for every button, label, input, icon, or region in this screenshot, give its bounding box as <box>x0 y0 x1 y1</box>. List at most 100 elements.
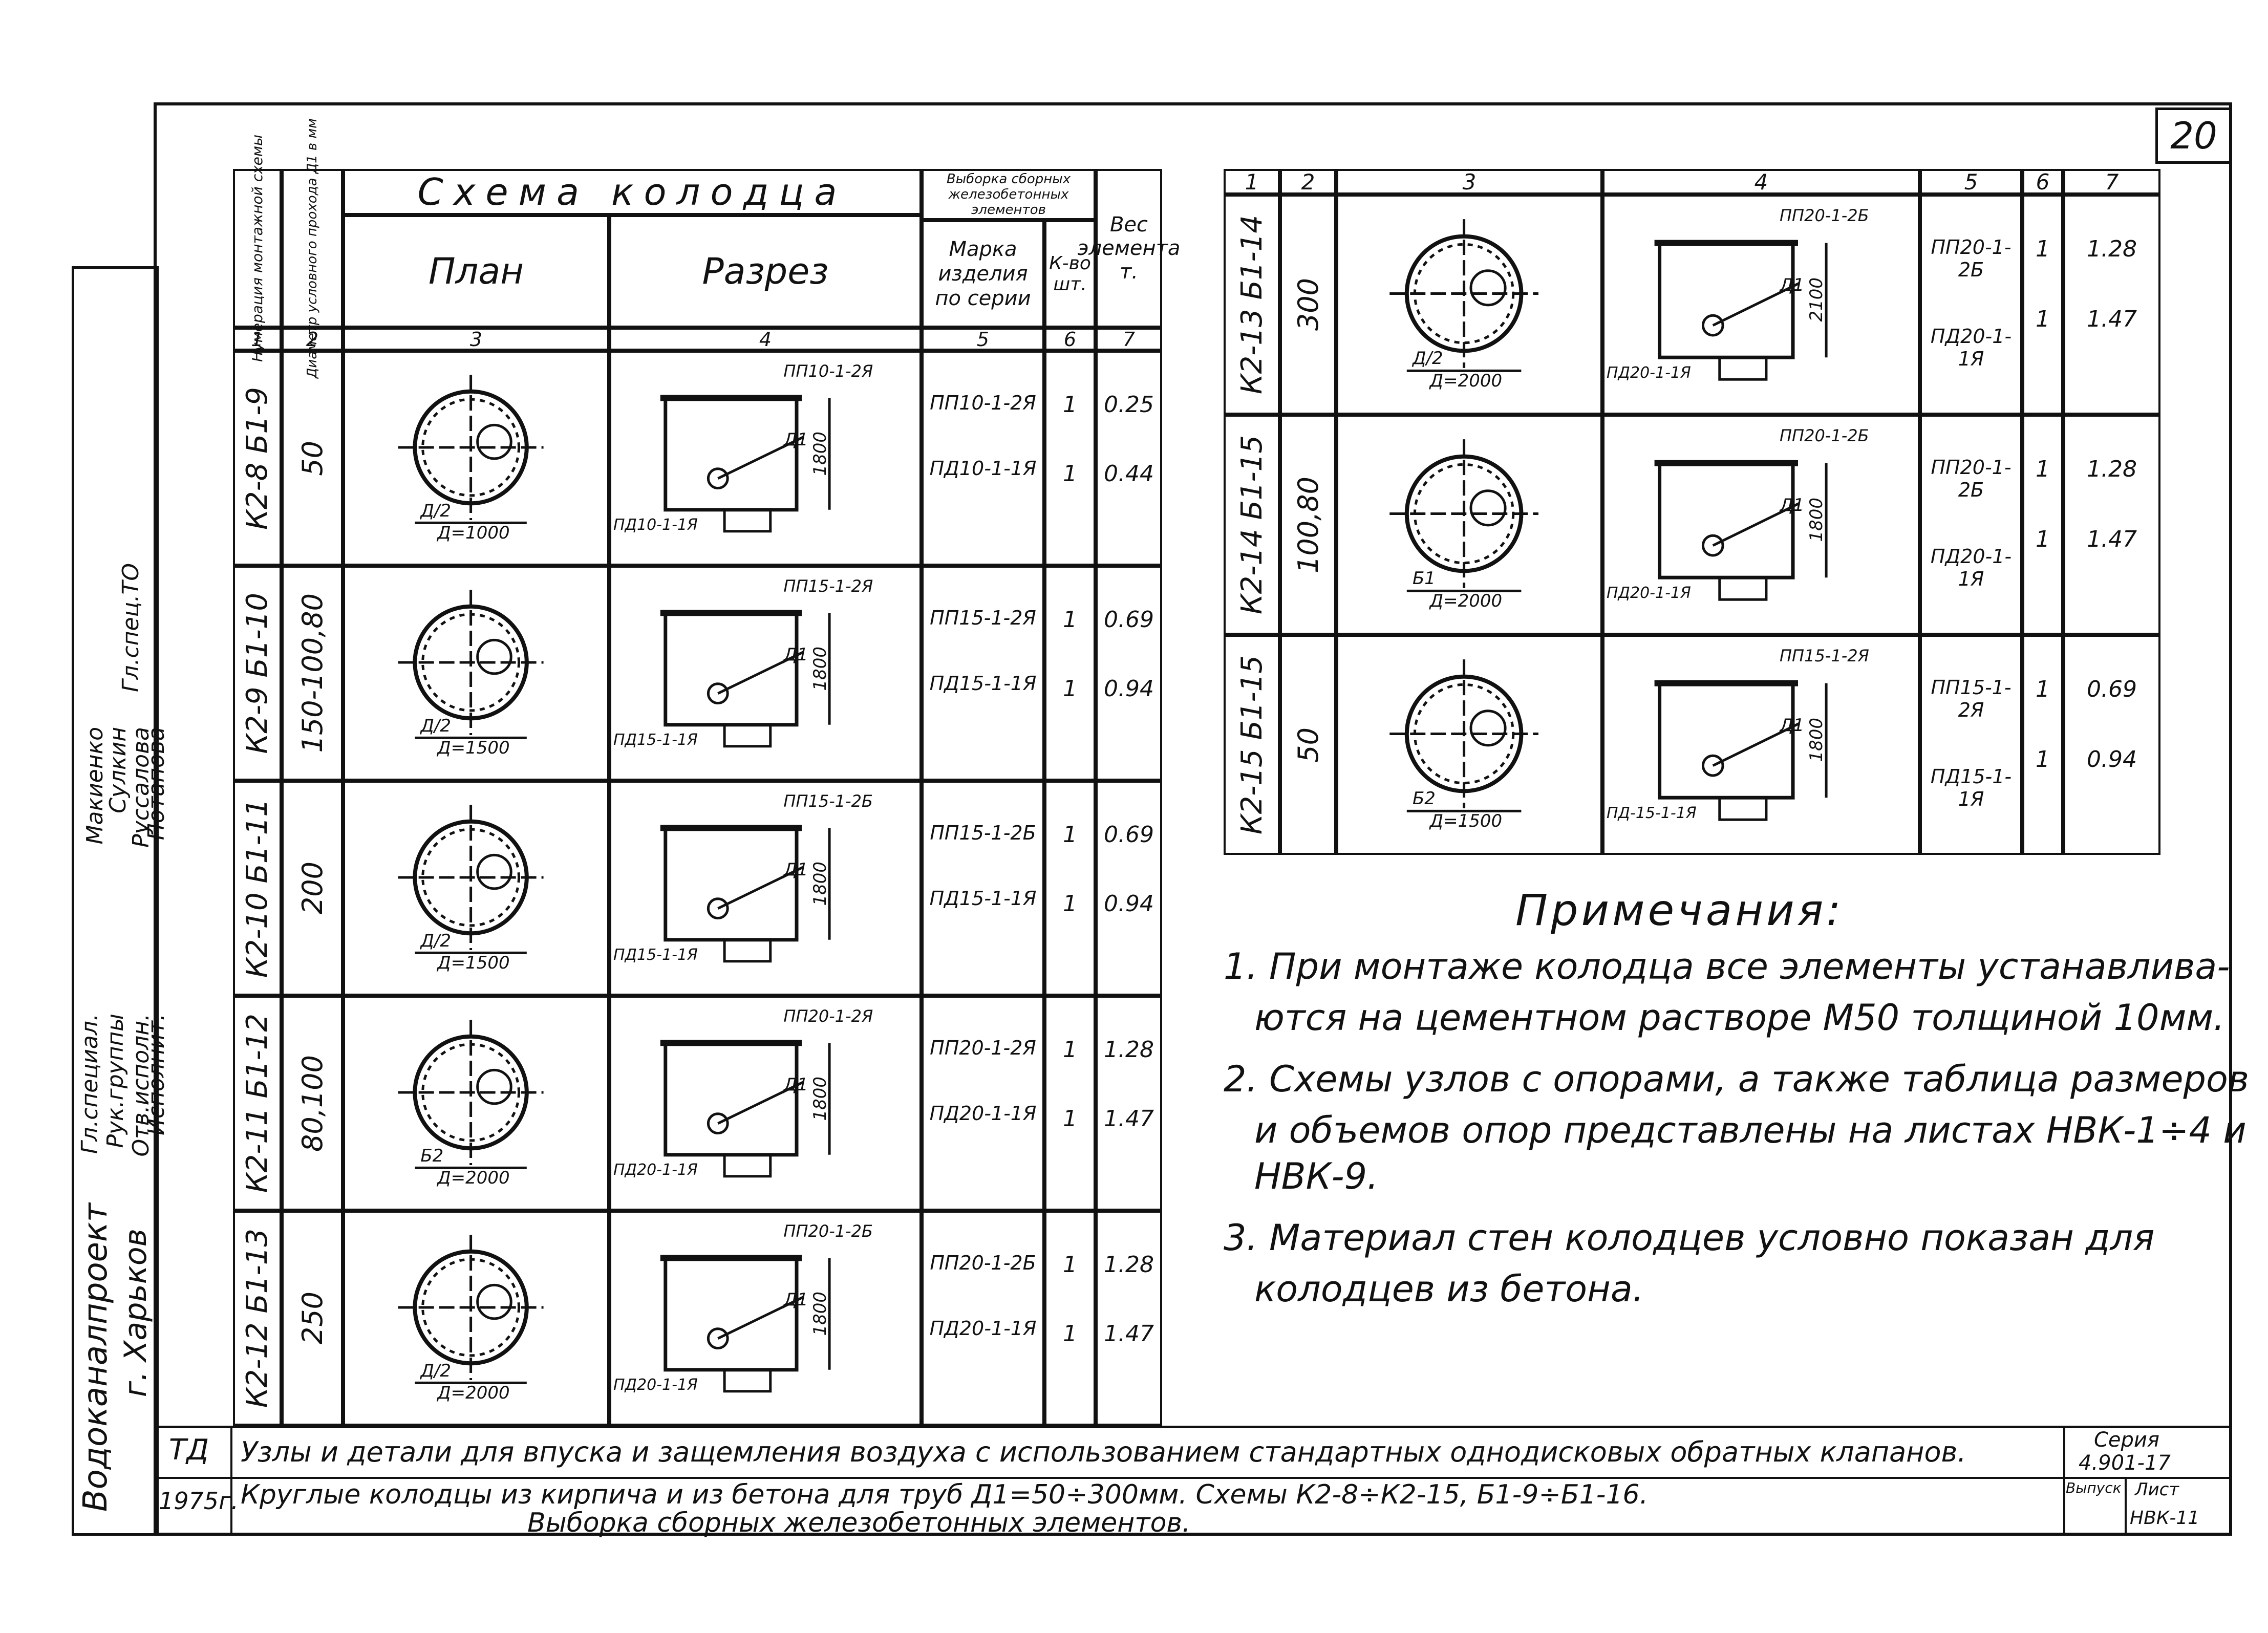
rt-row-1-c2: 100,80 <box>1280 415 1336 635</box>
lt-row-2-section <box>609 781 922 996</box>
rt-row-mark-2: ПД20-1-1Я <box>1930 545 2012 591</box>
lt-row-bottom-label: ПД20-1-1Я <box>613 1376 698 1394</box>
lt-row-3-weights: 1.28 1.47 <box>1096 996 1162 1211</box>
rt-colnum-7: 7 <box>2063 169 2160 195</box>
lt-head-mark: Марка изделия по серии <box>922 220 1044 328</box>
lt-row-2-counts: 1 1 <box>1044 781 1096 996</box>
rt-row-0-c2: 300 <box>1280 195 1336 415</box>
lt-row-plan-dim: Д=1500 <box>437 738 510 759</box>
lt-row-1-c1: К2-9 Б1-10 <box>233 566 282 781</box>
rt-row-diameter: 100,80 <box>1292 476 1324 573</box>
rt-row-plan-half: Д/2 <box>1412 348 1443 369</box>
lt-row-top-label: ПП15-1-2Я <box>783 576 873 596</box>
rt-row-1-plan <box>1336 415 1602 635</box>
lt-row-count-2: 1 <box>1063 1105 1077 1132</box>
lt-row-4-c1: К2-12 Б1-13 <box>233 1211 282 1426</box>
rt-row-plan-dim: Д=1500 <box>1429 811 1503 832</box>
lt-head-col1: Нумерация монтажной схемы <box>233 135 282 362</box>
rt-row-bottom-label: ПД20-1-1Я <box>1607 364 1691 382</box>
lt-row-2-c2: 200 <box>282 781 343 996</box>
notes-line-3: 2. Схемы узлов с опорами, а также таблиц… <box>1224 1058 2250 1100</box>
lt-row-d1: Д1 <box>783 859 808 880</box>
lt-row-count-2: 1 <box>1063 890 1077 917</box>
rt-row-2-c1: К2-15 Б1-15 <box>1224 635 1280 855</box>
rt-row-top-label: ПП15-1-2Я <box>1779 646 1869 665</box>
lt-row-d1: Д1 <box>783 429 808 450</box>
lt-row-4-plan <box>343 1211 609 1426</box>
lt-row-3-marks: ПП20-1-2Я ПД20-1-1Я <box>922 996 1044 1211</box>
lt-colnum-1: 1 <box>233 328 282 351</box>
rt-row-plan-dim: Д=2000 <box>1429 591 1503 612</box>
rt-row-count-1: 1 <box>2036 236 2050 263</box>
lt-row-count-1: 1 <box>1063 391 1077 418</box>
rt-colnum-3: 3 <box>1336 169 1602 195</box>
lt-row-top-label: ПП20-1-2Б <box>783 1221 873 1241</box>
lt-head-plan: План <box>343 215 609 328</box>
lt-row-1-section <box>609 566 922 781</box>
rt-row-count-2: 1 <box>2036 526 2050 553</box>
title-block-right-divider <box>2063 1426 2065 1536</box>
notes-line-1: 1. При монтаже колодца все элементы уста… <box>1224 946 2230 987</box>
rt-row-count-2: 1 <box>2036 746 2050 773</box>
notes-line-6: 3. Материал стен колодцев условно показа… <box>1224 1217 2155 1259</box>
lt-head-section: Разрез <box>609 215 922 328</box>
lt-row-4-counts: 1 1 <box>1044 1211 1096 1426</box>
lt-row-height: 1800 <box>809 431 830 476</box>
lt-row-4-section <box>609 1211 922 1426</box>
lt-row-2-weights: 0.69 0.94 <box>1096 781 1162 996</box>
lt-row-4-weights: 1.28 1.47 <box>1096 1211 1162 1426</box>
lt-row-weight-1: 0.25 <box>1104 391 1154 418</box>
lt-row-mark-2: ПД20-1-1Я <box>929 1102 1037 1125</box>
lt-row-count-1: 1 <box>1063 606 1077 633</box>
lt-row-mark-1: ПП20-1-2Б <box>930 1251 1036 1274</box>
lt-row-bottom-label: ПД15-1-1Я <box>613 731 698 749</box>
lt-row-d1: Д1 <box>783 1074 808 1095</box>
lt-row-diameter: 150-100,80 <box>296 593 329 753</box>
rt-row-1-weights: 1.28 1.47 <box>2063 415 2160 635</box>
lt-row-2-plan <box>343 781 609 996</box>
lt-row-count-1: 1 <box>1063 821 1077 848</box>
lt-row-plan-half: Д/2 <box>420 930 451 951</box>
rt-row-weight-2: 1.47 <box>2087 306 2137 333</box>
stamp-role-1: Гл.специал. <box>77 1014 103 1154</box>
rt-row-0-marks: ПП20-1-2Б ПД20-1-1Я <box>1920 195 2022 415</box>
lt-row-mark-1: ПП20-1-2Я <box>930 1036 1036 1059</box>
lt-row-1-marks: ПП15-1-2Я ПД15-1-1Я <box>922 566 1044 781</box>
lt-row-plan-half: Д/2 <box>420 715 451 736</box>
title-sheet-label: Лист <box>2135 1479 2179 1500</box>
lt-row-height: 1800 <box>809 1291 830 1336</box>
stamp-name-2: Сулкин <box>105 727 131 813</box>
lt-row-count-2: 1 <box>1063 675 1077 702</box>
rt-row-d1: Д1 <box>1779 715 1805 736</box>
rt-row-scheme: К2-14 Б1-15 <box>1235 435 1269 615</box>
lt-row-2-c1: К2-10 Б1-11 <box>233 781 282 996</box>
stamp-name-4: Потапова <box>143 727 169 841</box>
rt-row-1-counts: 1 1 <box>2022 415 2063 635</box>
lt-row-scheme: К2-11 Б1-12 <box>241 1013 274 1193</box>
rt-row-diameter: 50 <box>1292 727 1324 763</box>
sheet-number: 20 <box>2155 108 2232 164</box>
lt-row-diameter: 200 <box>296 862 329 915</box>
rt-row-height: 1800 <box>1806 497 1827 542</box>
lt-row-0-section <box>609 351 922 566</box>
title-block-top-line <box>154 1426 2232 1428</box>
lt-row-plan-dim: Д=2000 <box>437 1168 510 1189</box>
rt-row-top-label: ПП20-1-2Б <box>1779 205 1869 225</box>
rt-row-weight-1: 0.69 <box>2087 676 2137 703</box>
lt-row-weight-1: 0.69 <box>1104 606 1154 633</box>
rt-row-1-marks: ПП20-1-2Б ПД20-1-1Я <box>1920 415 2022 635</box>
lt-row-0-counts: 1 1 <box>1044 351 1096 566</box>
lt-row-weight-2: 0.94 <box>1104 890 1154 917</box>
lt-row-scheme: К2-10 Б1-11 <box>241 798 274 978</box>
lt-row-3-counts: 1 1 <box>1044 996 1096 1211</box>
lt-row-plan-dim: Д=2000 <box>437 1383 510 1404</box>
lt-head-col2: Диаметр условного прохода Д1 в мм <box>282 118 343 378</box>
lt-colnum-3: 3 <box>343 328 609 351</box>
lt-row-3-c2: 80,100 <box>282 996 343 1211</box>
lt-row-1-weights: 0.69 0.94 <box>1096 566 1162 781</box>
rt-row-diameter: 300 <box>1292 278 1324 331</box>
lt-row-count-1: 1 <box>1063 1251 1077 1278</box>
rt-row-2-counts: 1 1 <box>2022 635 2063 855</box>
lt-row-d1: Д1 <box>783 644 808 665</box>
rt-row-2-c2: 50 <box>1280 635 1336 855</box>
